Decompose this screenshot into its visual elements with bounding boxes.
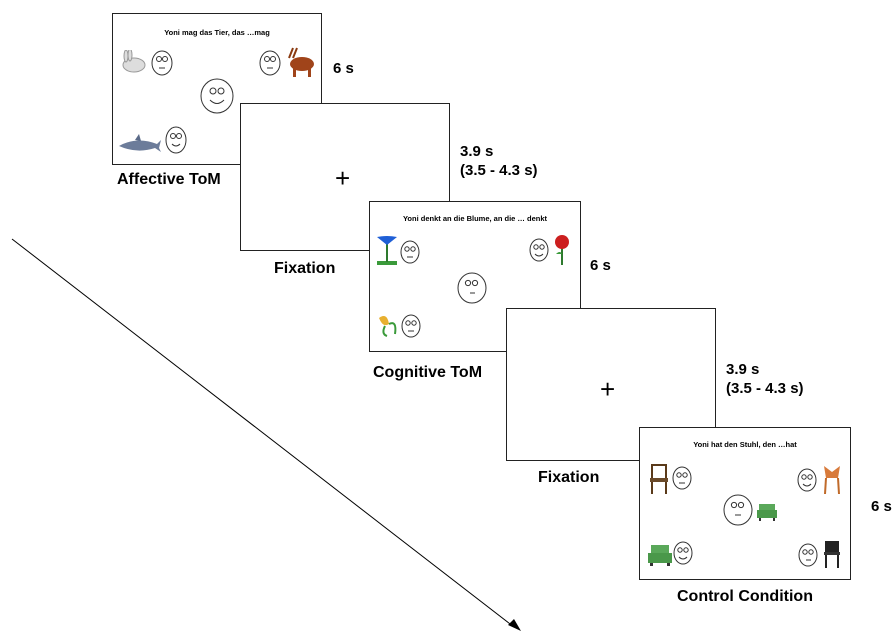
orange-chair-icon (824, 466, 840, 495)
affective-tom-frame: Yoni mag das Tier, das …mag (112, 13, 322, 165)
neutral-face-icon (259, 50, 281, 76)
fixation-1-label: Fixation (274, 260, 336, 277)
control-sentence: Yoni hat den Stuhl, den …hat (693, 440, 797, 449)
smiley-face-icon (797, 468, 817, 492)
control-condition-label: Control Condition (677, 588, 813, 605)
wooden-chair-icon (650, 464, 668, 494)
fixation-2-duration: 3.9 s (3.5 - 4.3 s) (726, 361, 804, 397)
fixation-cross: + (335, 163, 351, 193)
blue-flower-icon (377, 236, 397, 265)
green-armchair-icon (648, 545, 672, 566)
neutral-face-icon (401, 314, 421, 338)
smiley-face-icon (165, 126, 187, 154)
cognitive-duration: 6 s (590, 257, 611, 274)
smiley-face-icon (529, 238, 549, 262)
affective-tom-label: Affective ToM (117, 171, 221, 188)
control-condition-frame: Yoni hat den Stuhl, den …hat (639, 427, 851, 580)
neutral-face-icon (457, 272, 487, 304)
fixation-cross: + (600, 374, 616, 404)
smiley-face-icon (673, 541, 693, 565)
cognitive-tom-label: Cognitive ToM (373, 364, 483, 381)
shark-icon (119, 134, 161, 152)
red-rose-icon (555, 235, 569, 265)
neutral-face-icon (151, 50, 173, 76)
affective-duration: 6 s (333, 60, 354, 77)
black-chair-icon (824, 541, 840, 568)
rabbit-icon (122, 50, 146, 73)
green-armchair-icon (757, 504, 777, 521)
fixation-2-label: Fixation (538, 469, 600, 486)
neutral-face-icon (723, 494, 753, 526)
deer-icon (288, 47, 314, 77)
neutral-face-icon (798, 543, 818, 567)
cognitive-sentence: Yoni denkt an die Blume, an die … denkt (402, 214, 548, 223)
fixation-1-duration: 3.9 s (3.5 - 4.3 s) (460, 143, 538, 179)
smiley-face-icon (200, 78, 234, 114)
affective-sentence: Yoni mag das Tier, das …mag (164, 28, 270, 37)
neutral-face-icon (400, 240, 420, 264)
control-duration: 6 s (871, 498, 892, 515)
neutral-face-icon (672, 466, 692, 490)
yellow-flower-icon (379, 316, 397, 337)
